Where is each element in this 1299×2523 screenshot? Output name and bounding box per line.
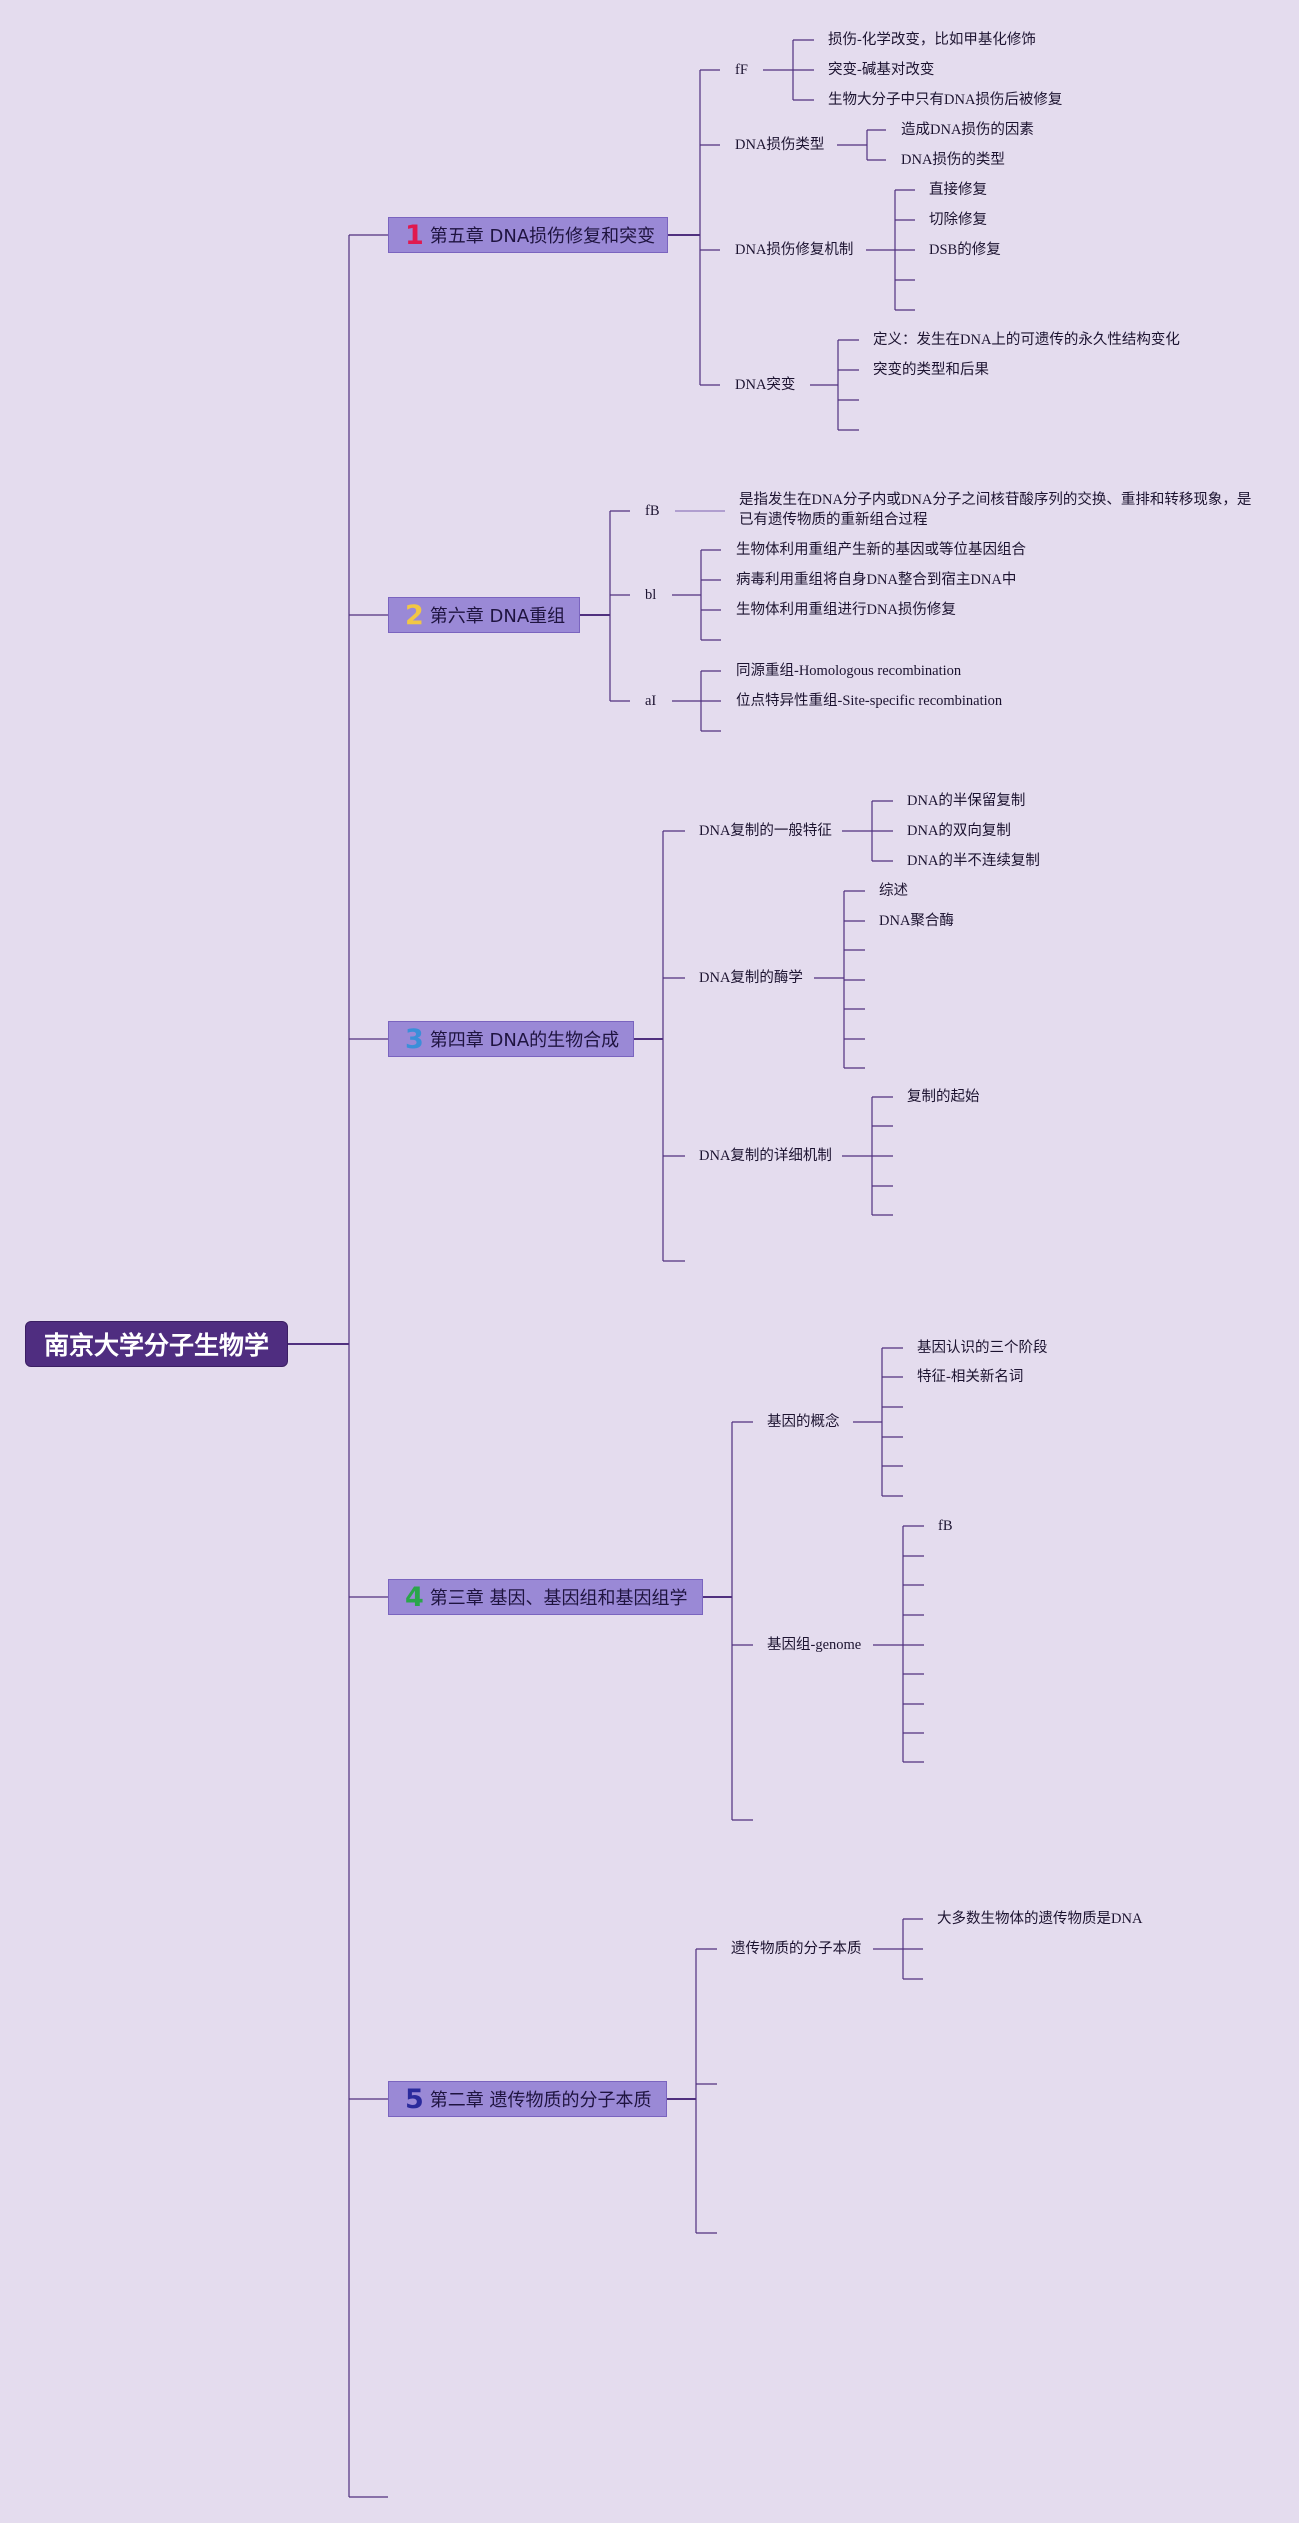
topic-genome[interactable]: 基因组-genome xyxy=(767,1637,862,1653)
subtopic-item[interactable]: 损伤-化学改变，比如甲基化修饰 xyxy=(828,32,1036,48)
chapter-number: 3 xyxy=(405,1023,424,1055)
subtopic-item[interactable]: 大多数生物体的遗传物质是DNA xyxy=(937,1911,1143,1927)
chapter-node-2[interactable]: 2 第六章 DNA重组 xyxy=(388,597,580,633)
topic-dna-repair[interactable]: DNA损伤修复机制 xyxy=(735,242,854,258)
root-node[interactable]: 南京大学分子生物学 xyxy=(25,1321,288,1367)
topic-gene-concept[interactable]: 基因的概念 xyxy=(767,1414,840,1430)
subtopic-item[interactable]: 切除修复 xyxy=(929,212,987,228)
subtopic-item[interactable]: DNA的半不连续复制 xyxy=(907,853,1040,869)
subtopic-item[interactable]: 生物体利用重组进行DNA损伤修复 xyxy=(736,602,956,618)
topic-al[interactable]: aI xyxy=(645,693,657,709)
topic-molecular-nature[interactable]: 遗传物质的分子本质 xyxy=(731,1941,862,1957)
subtopic-item[interactable]: fB xyxy=(938,1518,953,1534)
chapter-title: 第三章 基因、基因组和基因组学 xyxy=(429,1588,688,1609)
topic-dna-damage-types[interactable]: DNA损伤类型 xyxy=(735,137,825,153)
topic-replication-enzymes[interactable]: DNA复制的酶学 xyxy=(699,970,803,986)
chapter-number: 2 xyxy=(405,599,424,631)
subtopic-item[interactable]: 病毒利用重组将自身DNA整合到宿主DNA中 xyxy=(736,572,1017,588)
subtopic-item[interactable]: 定义：发生在DNA上的可遗传的永久性结构变化 xyxy=(873,332,1180,348)
subtopic-item[interactable]: 位点特异性重组-Site-specific recombination xyxy=(736,693,1003,709)
subtopic-item[interactable]: 综述 xyxy=(879,883,908,899)
subtopic-item[interactable]: 同源重组-Homologous recombination xyxy=(736,663,962,679)
topic-fb[interactable]: fB xyxy=(645,503,660,519)
subtopic-item[interactable]: 基因认识的三个阶段 xyxy=(917,1340,1048,1356)
subtopic-item[interactable]: 生物大分子中只有DNA损伤后被修复 xyxy=(828,92,1063,108)
subtopic-item[interactable]: DNA聚合酶 xyxy=(879,913,954,929)
subtopic-item[interactable]: 复制的起始 xyxy=(907,1089,980,1105)
topic-ff[interactable]: fF xyxy=(735,62,748,78)
subtopic-item[interactable]: 生物体利用重组产生新的基因或等位基因组合 xyxy=(736,542,1026,558)
subtopic-item[interactable]: 突变的类型和后果 xyxy=(873,362,989,378)
subtopic-item[interactable]: DNA的半保留复制 xyxy=(907,793,1026,809)
topic-replication-mechanism[interactable]: DNA复制的详细机制 xyxy=(699,1148,832,1164)
connector-lines xyxy=(288,39,924,2498)
chapter-title: 第四章 DNA的生物合成 xyxy=(429,1030,620,1051)
chapter-node-4[interactable]: 4 第三章 基因、基因组和基因组学 xyxy=(388,1579,703,1615)
chapter-title: 第五章 DNA损伤修复和突变 xyxy=(429,226,656,247)
chapter-node-3[interactable]: 3 第四章 DNA的生物合成 xyxy=(388,1021,634,1057)
topic-dna-mutation[interactable]: DNA突变 xyxy=(735,377,796,393)
topic-bl[interactable]: bl xyxy=(645,587,657,603)
chapter-title: 第六章 DNA重组 xyxy=(429,606,566,627)
chapter-number: 4 xyxy=(405,1581,424,1613)
chapter-title: 第二章 遗传物质的分子本质 xyxy=(429,2090,652,2111)
chapter-number: 5 xyxy=(405,2083,424,2115)
chapter-node-1[interactable]: 1 第五章 DNA损伤修复和突变 xyxy=(388,217,668,253)
chapter-node-5[interactable]: 5 第二章 遗传物质的分子本质 xyxy=(388,2081,667,2117)
subtopic-item[interactable]: DNA的双向复制 xyxy=(907,823,1011,839)
subtopic-item[interactable]: 造成DNA损伤的因素 xyxy=(901,122,1034,138)
subtopic-item[interactable]: 突变-碱基对改变 xyxy=(828,62,935,78)
subtopic-item[interactable]: DSB的修复 xyxy=(929,242,1001,258)
root-title: 南京大学分子生物学 xyxy=(43,1331,269,1360)
chapter-number: 1 xyxy=(405,219,424,251)
subtopic-item[interactable]: 直接修复 xyxy=(929,182,987,198)
topic-replication-features[interactable]: DNA复制的一般特征 xyxy=(699,823,832,839)
subtopic-item[interactable]: DNA损伤的类型 xyxy=(901,152,1005,168)
subtopic-item[interactable]: 特征-相关新名词 xyxy=(917,1369,1024,1385)
definition-text[interactable]: 是指发生在DNA分子内或DNA分子之间核苷酸序列的交换、重排和转移现象，是已有遗… xyxy=(739,492,1252,528)
